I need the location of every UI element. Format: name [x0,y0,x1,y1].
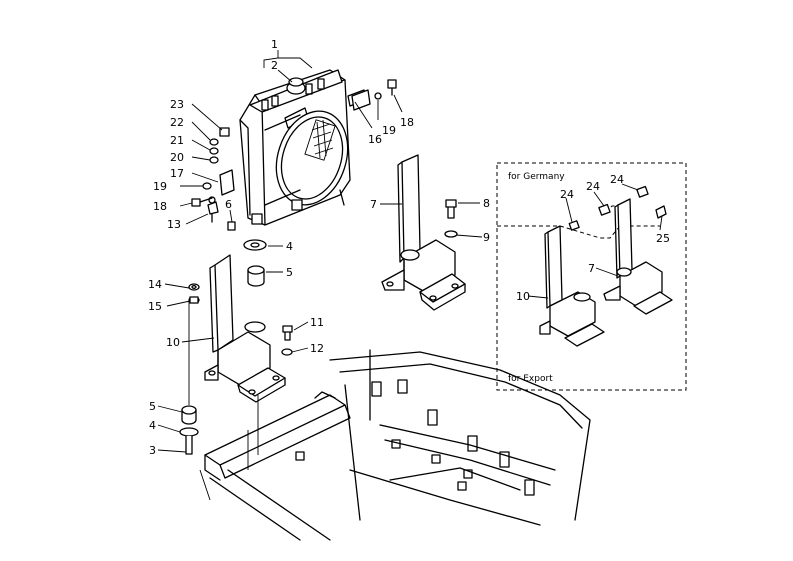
callout-19-left: 19 [153,180,167,193]
center-support-bracket [381,154,466,311]
callout-1: 1 [271,38,278,51]
callout-24-b: 24 [586,180,600,193]
callout-labels: 1 2 23 22 21 20 17 19 18 13 6 4 5 14 15 … [148,38,670,457]
callout-12: 12 [310,342,324,355]
left-rubber-mount-parts [179,221,293,455]
callout-14: 14 [148,278,162,291]
callout-18-left: 18 [153,200,167,213]
right-side-fittings [351,79,397,111]
callout-25: 25 [656,232,670,245]
callout-4-upper: 4 [286,240,293,253]
callout-24-c: 24 [610,173,624,186]
leader-lines [157,50,663,453]
callout-24-a: 24 [560,188,574,201]
callout-13: 13 [167,218,181,231]
callout-20: 20 [170,151,184,164]
chassis-frame [199,349,591,541]
callout-21: 21 [170,134,184,147]
callout-8: 8 [483,197,490,210]
callout-4-lower: 4 [149,419,156,432]
callout-7-main: 7 [370,198,377,211]
inset-label-export: for Export [508,374,553,384]
callout-5-lower: 5 [149,400,156,413]
callout-17: 17 [170,167,184,180]
sensor-and-drain-fittings [191,127,235,223]
callout-15: 15 [148,300,162,313]
callout-2: 2 [271,59,278,72]
callout-16: 16 [368,133,382,146]
inset-label-germany: for Germany [508,172,565,182]
callout-18-right: 18 [400,116,414,129]
callout-10-main: 10 [166,336,180,349]
callout-7-inset: 7 [588,262,595,275]
callout-23: 23 [170,98,184,111]
callout-10-inset: 10 [516,290,530,303]
callout-22: 22 [170,116,184,129]
callout-11: 11 [310,316,324,329]
variant-inset [496,162,687,391]
radiator [239,69,367,226]
left-support-bracket [204,254,286,403]
callout-6: 6 [225,198,232,211]
callout-3: 3 [149,444,156,457]
callout-9: 9 [483,231,490,244]
callout-19-right: 19 [382,124,396,137]
callout-5-upper: 5 [286,266,293,279]
